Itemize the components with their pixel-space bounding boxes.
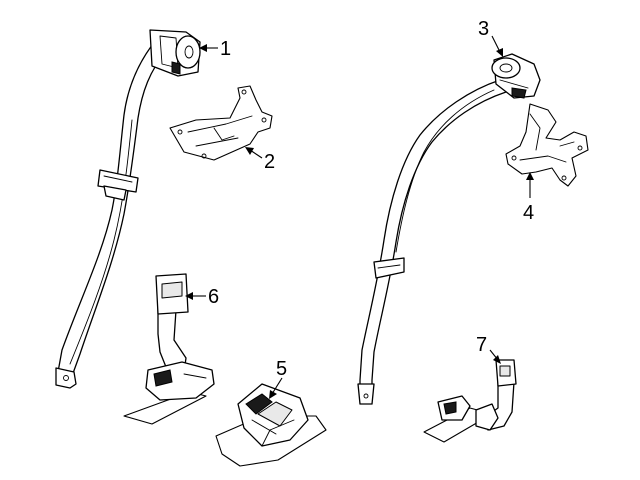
callout-5: 5 (269, 358, 287, 399)
callout-label-4: 4 (523, 202, 534, 224)
callout-2: 2 (245, 147, 275, 173)
callout-6: 6 (185, 286, 219, 308)
part-6-center-buckle (123, 273, 215, 425)
callout-label-2: 2 (264, 151, 275, 173)
callout-label-3: 3 (478, 18, 489, 40)
part-4-right-bracket (505, 103, 589, 187)
callout-3: 3 (478, 18, 503, 57)
part-2-left-bracket (169, 85, 273, 161)
part-3-right-retractor-belt (357, 53, 541, 405)
callout-4: 4 (523, 172, 534, 224)
callout-label-1: 1 (220, 38, 231, 60)
part-1-left-retractor-belt (55, 29, 201, 389)
callout-7: 7 (476, 334, 501, 364)
callout-label-7: 7 (476, 334, 487, 356)
part-5-floor-buckle (215, 383, 327, 467)
part-7-right-buckle (423, 359, 517, 443)
callout-1: 1 (199, 38, 231, 60)
callout-label-5: 5 (276, 358, 287, 380)
callout-label-6: 6 (208, 286, 219, 308)
